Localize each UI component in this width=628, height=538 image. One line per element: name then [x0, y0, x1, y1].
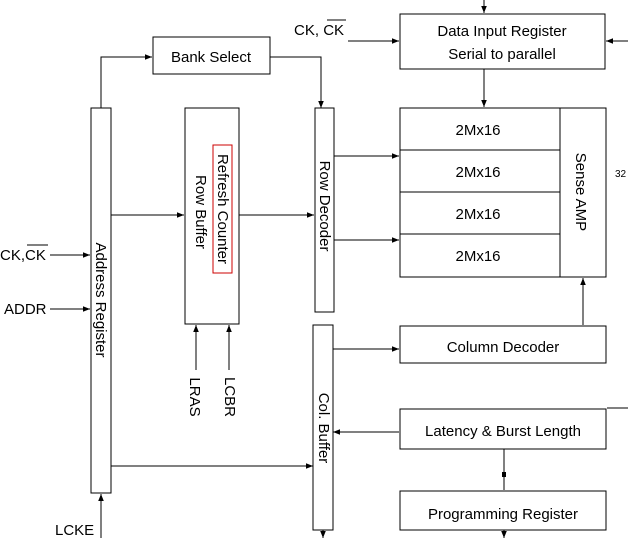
ck-left-bar: CK	[25, 247, 46, 264]
row-buffer: Row Buffer Refresh Counter	[184, 107, 240, 325]
bank-select-label: Bank Select	[171, 49, 252, 66]
latency-burst-length: Latency & Burst Length	[399, 408, 607, 450]
column-decoder-label: Column Decoder	[447, 339, 560, 356]
lras-label: LRAS	[186, 377, 203, 416]
bank-label: 2Mx16	[455, 164, 500, 181]
ck-left-prefix: CK,	[0, 247, 25, 264]
memory-array: 2Mx16 2Mx16 2Mx16 2Mx16	[399, 107, 561, 278]
row-decoder-label: Row Decoder	[316, 161, 333, 252]
ck-top-bar: CK	[323, 22, 344, 39]
bank-label: 2Mx16	[455, 248, 500, 265]
bank-label: 2Mx16	[455, 206, 500, 223]
ck-left-label: CK,CK	[0, 247, 46, 264]
data-input-register-line2: Serial to parallel	[448, 46, 556, 63]
addr-label: ADDR	[4, 301, 47, 318]
wires	[50, 0, 628, 538]
row-decoder: Row Decoder	[314, 107, 335, 313]
bank-select: Bank Select	[152, 36, 271, 75]
lcbr-label: LCBR	[221, 377, 238, 417]
address-register-label: Address Register	[92, 242, 109, 357]
bus-width-label: 32	[615, 169, 627, 180]
data-input-register-line1: Data Input Register	[437, 23, 566, 40]
col-buffer-label: Col. Buffer	[315, 393, 332, 464]
latency-burst-length-label: Latency & Burst Length	[425, 423, 581, 440]
programming-register: Programming Register	[399, 490, 607, 531]
ck-top-prefix: CK,	[294, 22, 323, 39]
ck-top-label: CK, CK	[294, 22, 344, 39]
refresh-counter-label: Refresh Counter	[214, 154, 231, 264]
refresh-counter-highlight	[212, 144, 233, 274]
row-buffer-label: Row Buffer	[192, 175, 209, 249]
sense-amp-label: Sense AMP	[572, 153, 589, 231]
sense-amp: Sense AMP 32	[559, 107, 627, 278]
address-register: Address Register	[90, 107, 112, 494]
column-decoder: Column Decoder	[399, 325, 607, 364]
lcke-label: LCKE	[55, 522, 94, 538]
programming-register-label: Programming Register	[428, 506, 578, 523]
col-buffer: Col. Buffer	[312, 324, 334, 531]
data-input-register: Data Input Register Serial to parallel	[399, 13, 606, 70]
signal-labels: CK, CK CK,CK ADDR LCKE LRAS LCBR	[0, 19, 346, 538]
bank-label: 2Mx16	[455, 122, 500, 139]
